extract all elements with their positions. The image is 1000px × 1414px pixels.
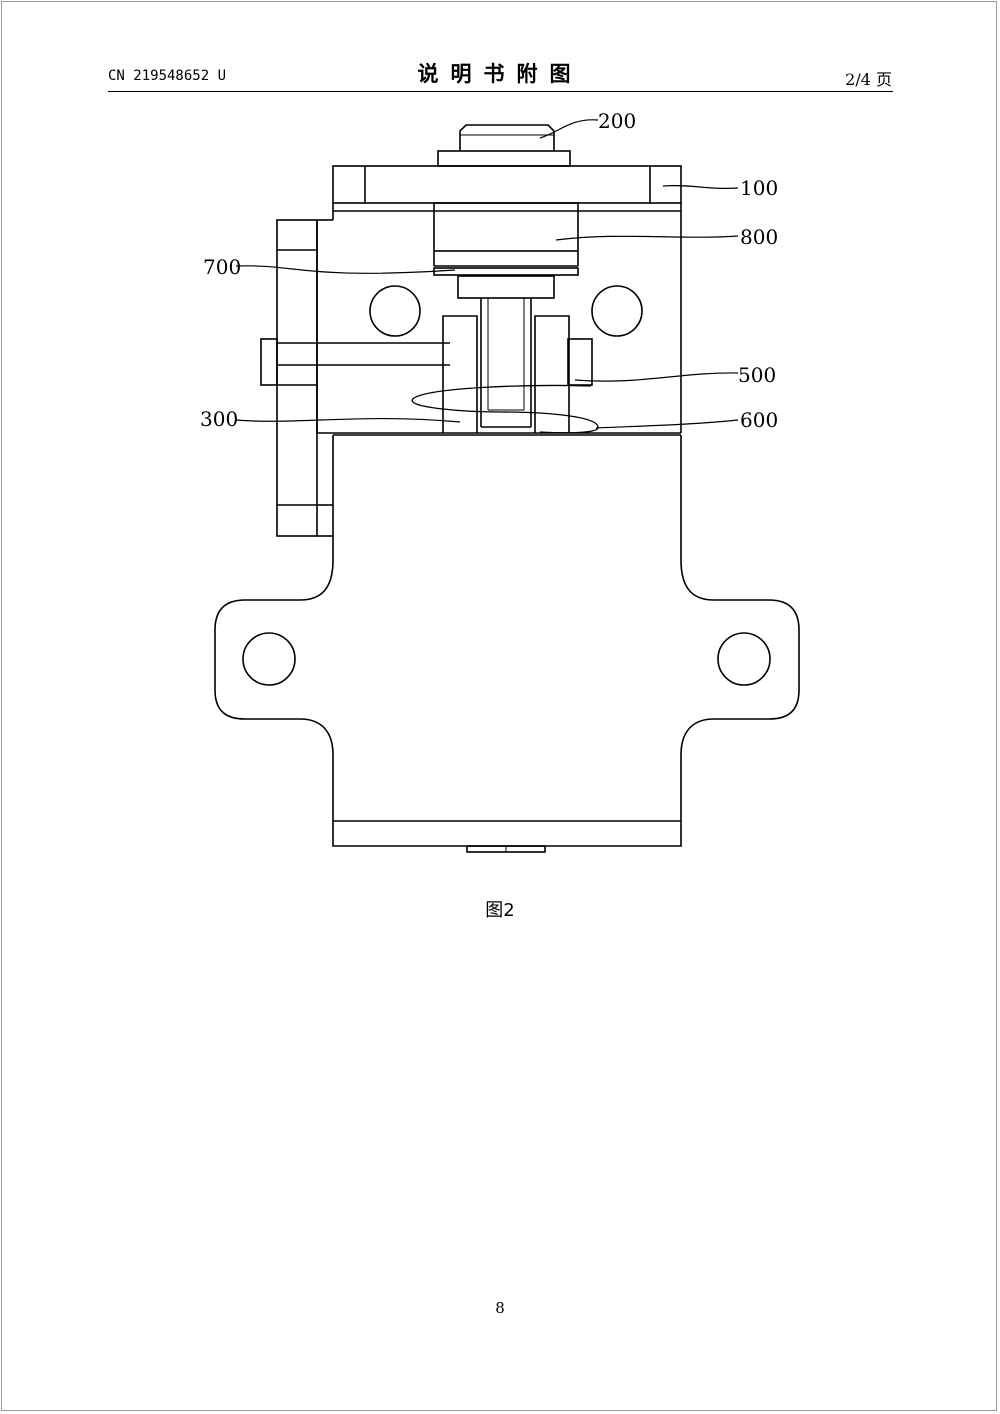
figure-caption: 图2 — [485, 900, 515, 921]
bolt-hole-left — [369, 285, 421, 337]
label-500: 500 — [738, 363, 776, 387]
bolt-hole-right — [591, 285, 643, 337]
central-shaft — [480, 298, 532, 428]
page-number: 8 — [495, 1299, 505, 1317]
leader-700 — [235, 265, 456, 274]
leader-100 — [662, 185, 739, 189]
leader-lines — [235, 119, 739, 429]
block-800 — [433, 202, 579, 267]
cam-block-right-500 — [534, 315, 570, 433]
header-rule — [108, 91, 893, 92]
leader-200 — [539, 119, 599, 139]
motor-body — [214, 435, 800, 853]
side-bracket — [276, 219, 333, 537]
patent-number: CN 219548652 U — [108, 68, 227, 84]
cam-block-left-300 — [442, 315, 478, 433]
label-700: 700 — [203, 255, 241, 279]
label-300: 300 — [200, 407, 238, 431]
label-100: 100 — [740, 176, 778, 200]
leader-800 — [555, 235, 739, 241]
mount-hole-left — [242, 632, 296, 686]
page-title: 说明书附图 — [417, 62, 583, 86]
spring-600 — [411, 384, 599, 434]
side-pin — [260, 338, 593, 386]
label-800: 800 — [740, 225, 778, 249]
mount-hole-right — [717, 632, 771, 686]
label-600: 600 — [740, 408, 778, 432]
leader-500 — [574, 372, 739, 382]
top-plate-100 — [332, 165, 682, 212]
page-count: 2/4 页 — [845, 70, 892, 89]
washer-700 — [433, 267, 579, 299]
label-200: 200 — [598, 109, 636, 133]
knob-200 — [437, 124, 571, 167]
leader-300 — [235, 417, 461, 423]
leader-600 — [595, 419, 739, 429]
